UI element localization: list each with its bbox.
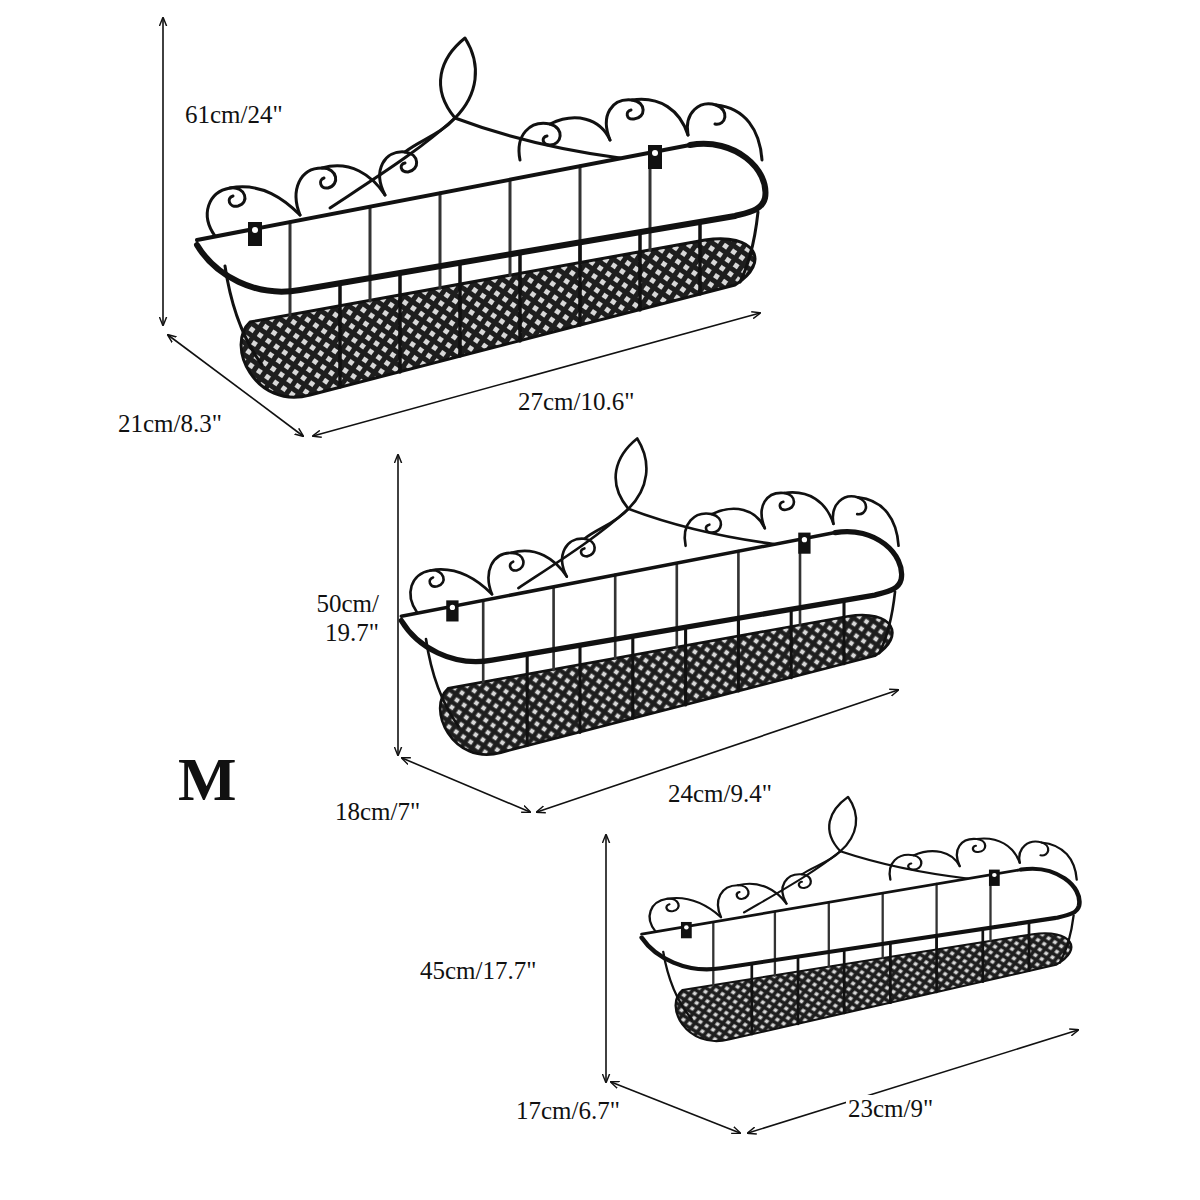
basket-large — [197, 38, 765, 397]
size-label: M — [176, 748, 239, 810]
basket-small — [642, 797, 1080, 1041]
dimension-label: 50cm/ 19.7" — [281, 590, 381, 648]
dimension-label: 27cm/10.6" — [516, 388, 636, 417]
dimension-lines — [163, 18, 1078, 1133]
dimension-label: 17cm/6.7" — [514, 1097, 622, 1126]
dimension-label: 21cm/8.3" — [116, 410, 224, 439]
dimension-label: 23cm/9" — [846, 1095, 935, 1124]
basket-medium — [401, 438, 901, 754]
dimension-label: 18cm/7" — [333, 798, 422, 827]
dimension-label: 45cm/17.7" — [418, 957, 538, 986]
dimension-label: 24cm/9.4" — [666, 780, 774, 809]
dimension-label: 61cm/24" — [183, 101, 285, 130]
